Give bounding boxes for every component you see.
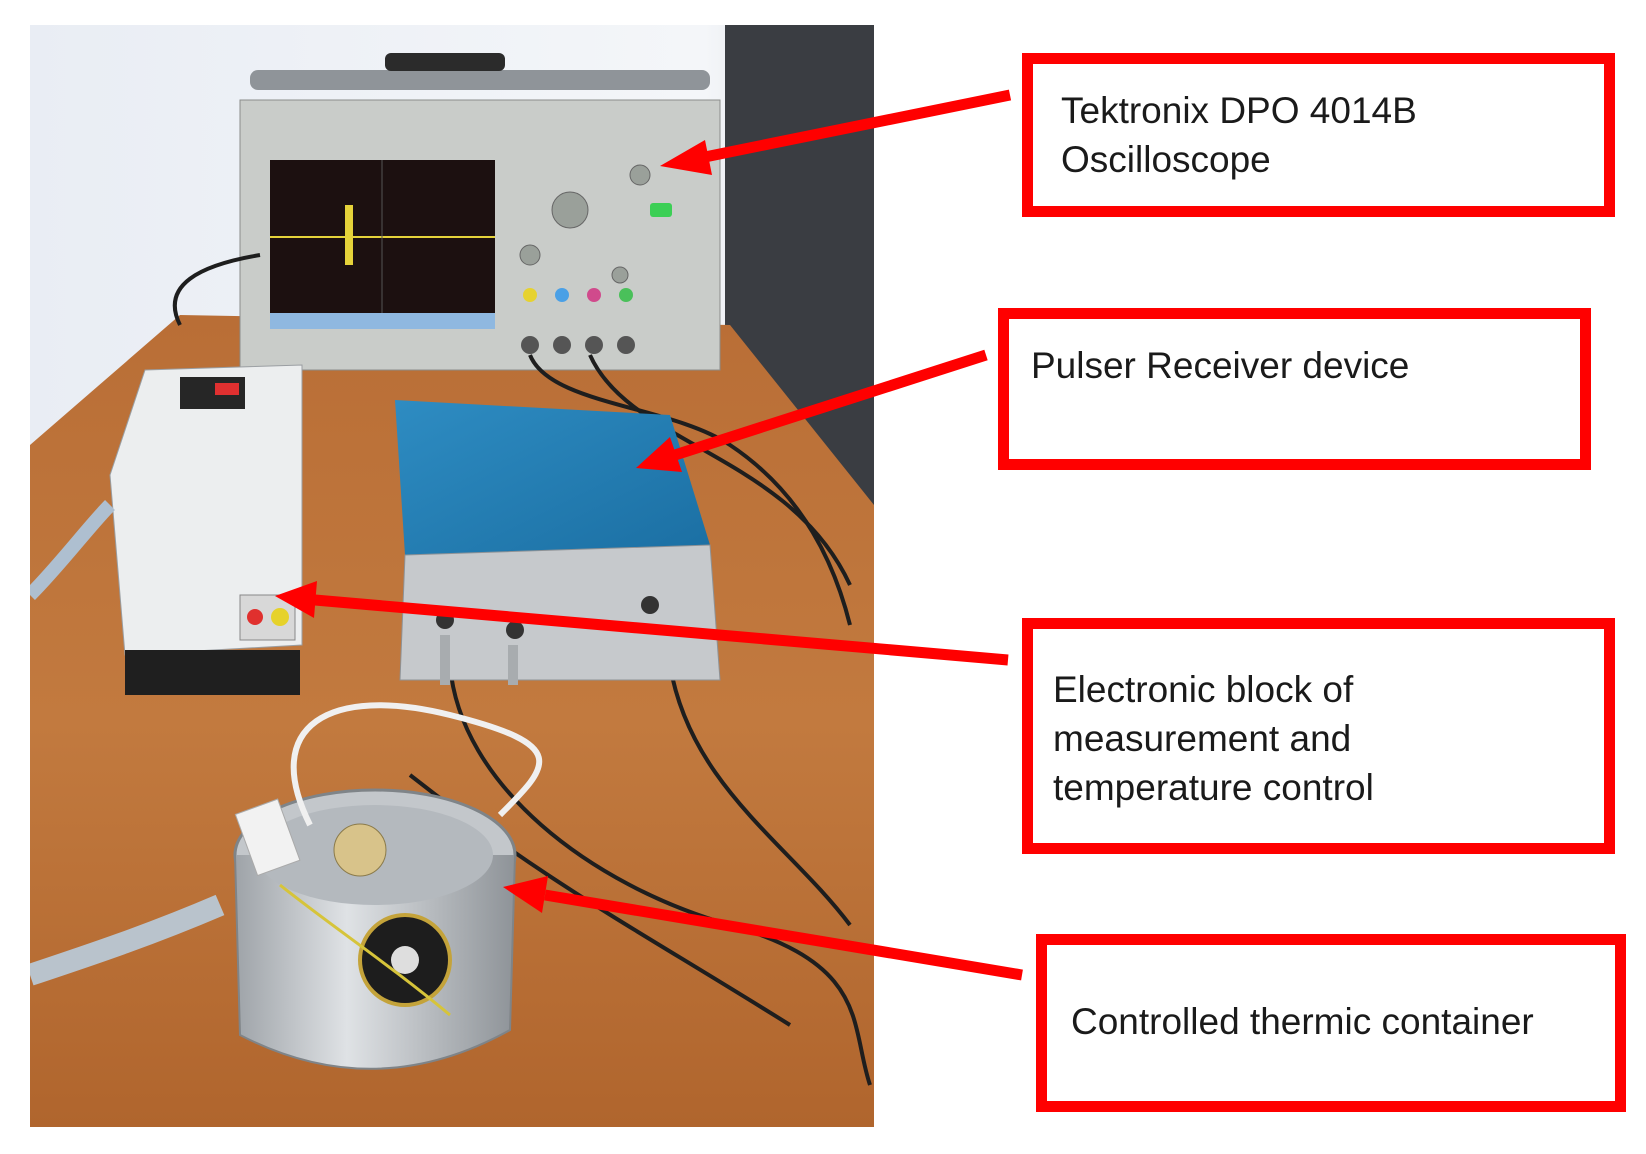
arrow-electronic-block <box>314 594 1009 666</box>
arrowhead-electronic-block <box>275 581 317 618</box>
arrow-thermic-container <box>544 889 1023 981</box>
arrowhead-pulser <box>636 437 682 472</box>
label-oscilloscope: Tektronix DPO 4014B Oscilloscope <box>1022 53 1615 217</box>
label-pulser-line-1: Pulser Receiver device <box>1031 345 1410 386</box>
label-oscilloscope-line-1: Tektronix DPO 4014B <box>1061 90 1417 131</box>
label-electronic-block-line-2: measurement and <box>1053 718 1352 759</box>
arrow-oscilloscope <box>698 89 1012 164</box>
label-electronic-block-line-3: temperature control <box>1053 767 1374 808</box>
electronic-block-shape <box>109 364 303 695</box>
label-electronic-block: Electronic block of measurement and temp… <box>1022 618 1615 854</box>
arrowhead-oscilloscope <box>660 140 712 175</box>
arrow-pulser <box>673 349 988 461</box>
oscilloscope-shape <box>239 53 721 371</box>
label-thermic-container-line-1: Controlled thermic container <box>1071 1001 1534 1042</box>
arrowhead-thermic-container <box>503 876 548 913</box>
label-thermic-container: Controlled thermic container <box>1036 934 1626 1112</box>
label-pulser-receiver: Pulser Receiver device <box>998 308 1591 470</box>
thermic-container-shape <box>233 702 543 1070</box>
label-electronic-block-line-1: Electronic block of <box>1053 669 1354 710</box>
lab-setup-photo <box>30 25 874 1127</box>
label-oscilloscope-line-2: Oscilloscope <box>1061 139 1271 180</box>
pulser-receiver-shape <box>395 400 721 685</box>
